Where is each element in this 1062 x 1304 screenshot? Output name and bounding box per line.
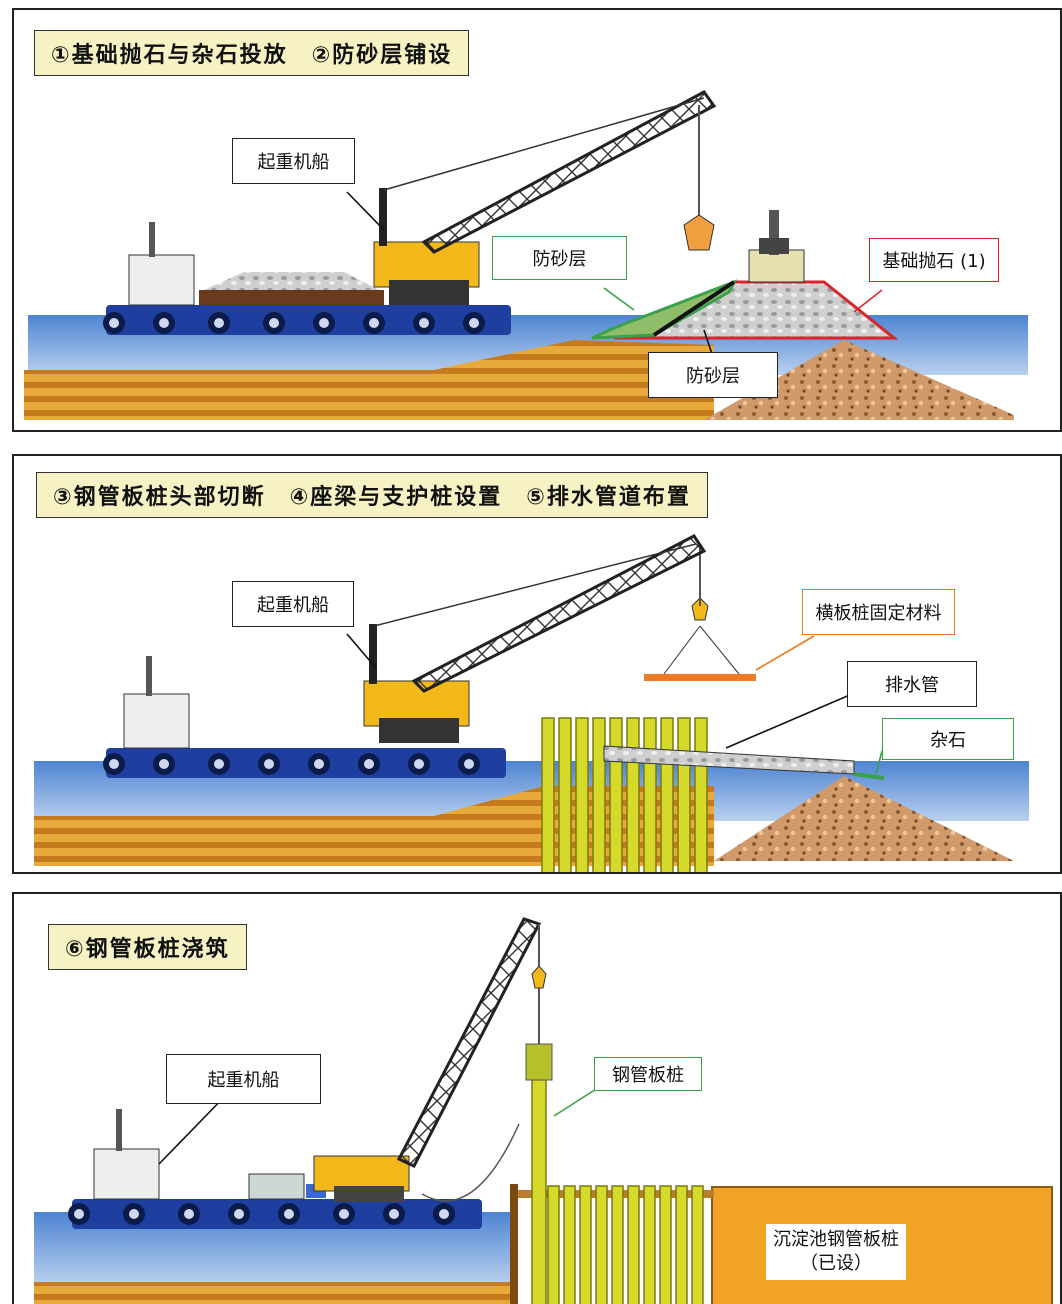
- label-settling-basin-line2: （已设）: [800, 1253, 872, 1274]
- leader-misc: [875, 750, 883, 775]
- label-rubble-foundation: 基础抛石 (1): [869, 238, 999, 282]
- label-misc-stone: 杂石: [882, 718, 1014, 760]
- barge-2: [103, 656, 506, 778]
- sand-layer-black: [652, 280, 736, 337]
- label-settling-basin-line1: 沉淀池钢管板桩: [773, 1229, 899, 1250]
- steel-pipe-piles: [547, 1185, 704, 1304]
- label-sand-layer-black: 防砂层: [648, 352, 778, 398]
- label-drain-pipe: 排水管: [847, 661, 977, 707]
- label-sand-layer-green: 防砂层: [492, 236, 627, 280]
- panel-2-illustration: [34, 534, 1029, 872]
- leader-sand-green: [603, 287, 635, 311]
- gravel-mound: [714, 776, 1014, 861]
- seabed: [24, 340, 714, 420]
- panel-1-illustration: [24, 90, 1028, 420]
- leader-rubble: [853, 289, 883, 313]
- panel-3-title: ⑥钢管板桩浇筑: [48, 924, 247, 970]
- panel-2: ③钢管板桩头部切断 ④座梁与支护桩设置 ⑤排水管道布置 起重机船 横板桩固定材料…: [12, 454, 1062, 874]
- crane-1: [373, 90, 717, 305]
- panel-3: ⑥钢管板桩浇筑 起重机船 钢管板桩 沉淀池钢管板桩 （已设）: [12, 892, 1062, 1304]
- fixing-material: [644, 674, 756, 681]
- crane-3: [313, 917, 547, 1202]
- label-crane-barge-3: 起重机船: [166, 1054, 321, 1104]
- seabed: [34, 1282, 514, 1304]
- crane-2: [363, 534, 707, 743]
- excavator: [748, 210, 805, 283]
- walkway-post: [510, 1184, 518, 1304]
- leader-fixing: [755, 635, 815, 671]
- panel-2-title: ③钢管板桩头部切断 ④座梁与支护桩设置 ⑤排水管道布置: [36, 472, 708, 518]
- gravel-mound: [704, 340, 1014, 420]
- label-settling-basin: 沉淀池钢管板桩 （已设）: [766, 1224, 906, 1280]
- panel-1: ①基础抛石与杂石投放 ②防砂层铺设 起重机船 防砂层 基础抛石 (1) 防砂层: [12, 8, 1062, 432]
- leader-crane-2: [346, 633, 377, 669]
- barge-3: [68, 1109, 482, 1229]
- label-crane-barge-1: 起重机船: [232, 138, 355, 184]
- label-fixing-material: 横板桩固定材料: [802, 589, 955, 635]
- leader-crane-1: [346, 191, 385, 231]
- panel-1-title: ①基础抛石与杂石投放 ②防砂层铺设: [34, 30, 470, 76]
- sand-layer-green: [591, 279, 738, 340]
- leader-drain: [725, 693, 853, 749]
- misc-stone-line: [853, 772, 885, 780]
- pile-being-driven: [531, 1053, 547, 1304]
- pile-hammer: [525, 1043, 553, 1081]
- label-crane-barge-2: 起重机船: [232, 581, 354, 627]
- label-steel-pipe-pile: 钢管板桩: [594, 1057, 702, 1091]
- leader-crane-3: [158, 1091, 230, 1165]
- barge-1: [103, 222, 511, 335]
